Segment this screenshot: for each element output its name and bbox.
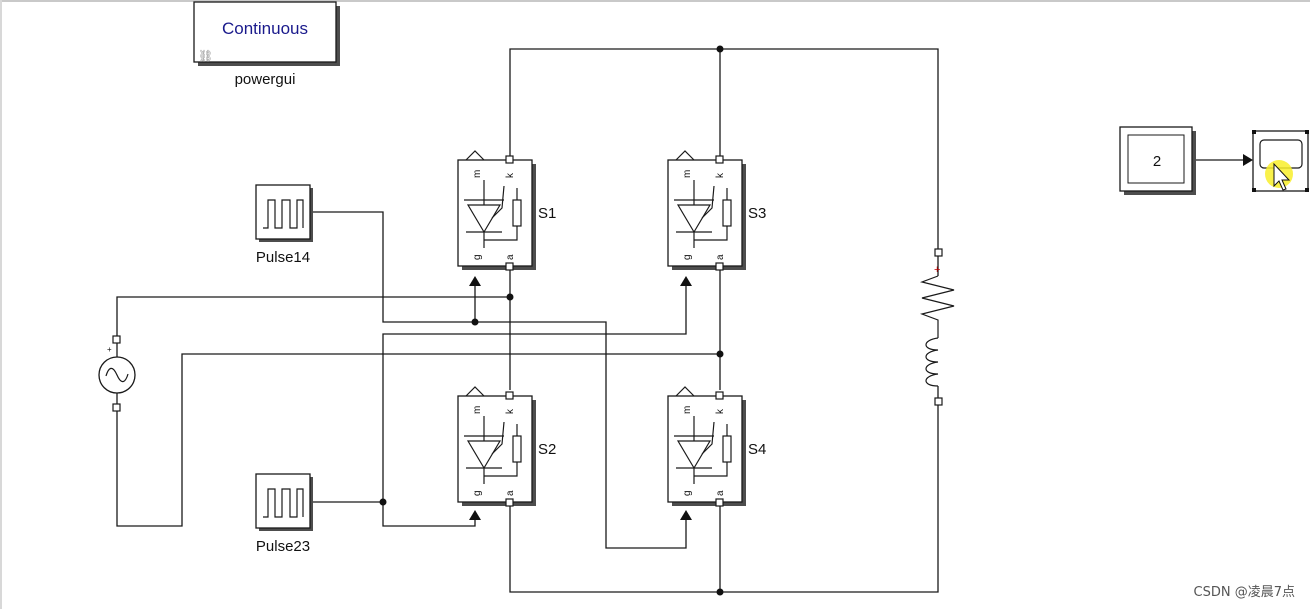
port-label-g: g — [472, 490, 483, 496]
port-label-k: k — [715, 172, 726, 178]
junction-dot — [716, 588, 724, 596]
pulse23-block[interactable] — [255, 473, 313, 531]
watermark: CSDN @凌晨7点 — [1194, 585, 1295, 600]
m-port-chevron — [465, 386, 485, 397]
k-port[interactable] — [715, 391, 724, 400]
port-label-m: m — [682, 170, 693, 178]
thyristor-s3[interactable]: m k g a S3 — [667, 150, 766, 271]
a-port[interactable] — [505, 498, 514, 507]
a-port[interactable] — [715, 498, 724, 507]
mouse-cursor-icon — [1273, 162, 1291, 191]
wire-source-top[interactable] — [116, 296, 510, 340]
arrow-scope-input — [1243, 154, 1253, 166]
port-label-g: g — [682, 254, 693, 260]
rl-load-block[interactable]: + — [919, 248, 955, 406]
port-label-k: k — [505, 172, 516, 178]
junction-dot — [471, 318, 479, 326]
thyristor-name[interactable]: S1 — [538, 205, 556, 222]
arrow-s4-gate — [680, 510, 692, 520]
resistor-icon — [919, 275, 955, 338]
junctions — [379, 45, 724, 596]
pulse-wave-icon — [263, 488, 304, 518]
wire-pulse23-s3[interactable] — [312, 286, 687, 503]
arrow-s3-gate — [680, 276, 692, 286]
powergui-mode: Continuous — [222, 19, 308, 38]
port-label-m: m — [472, 406, 483, 414]
pulse14-block[interactable] — [255, 184, 313, 242]
thyristor-s4[interactable]: m k g a S4 — [667, 386, 766, 507]
junction-dot — [379, 498, 387, 506]
junction-dot — [716, 350, 724, 358]
thyristor-icon — [674, 180, 732, 248]
thyristor-icon — [464, 416, 522, 484]
port-label-a: a — [505, 490, 516, 496]
port-label-g: g — [472, 254, 483, 260]
thyristor-s1[interactable]: m k g a S1 — [457, 150, 556, 271]
gate-arrows — [469, 154, 1253, 520]
inductor-icon — [925, 337, 939, 387]
port-label-a: a — [715, 254, 726, 260]
scope-block[interactable] — [1252, 130, 1309, 192]
ac-sine-icon — [105, 367, 129, 383]
load-polarity: + — [934, 264, 940, 276]
port-label-m: m — [472, 170, 483, 178]
wire-pulse14-s4[interactable] — [312, 211, 687, 549]
port-label-a: a — [505, 254, 516, 260]
thyristor-name[interactable]: S2 — [538, 441, 556, 458]
link-icon: ⛓ — [198, 49, 213, 63]
thyristor-icon — [674, 416, 732, 484]
port-label-k: k — [505, 408, 516, 414]
port-label-k: k — [715, 408, 726, 414]
a-port[interactable] — [505, 262, 514, 271]
canvas-top-border — [0, 0, 1310, 2]
canvas-left-border — [0, 0, 2, 609]
pulse23-label[interactable]: Pulse23 — [256, 538, 310, 555]
k-port[interactable] — [715, 155, 724, 164]
powergui-block[interactable]: Continuous ⛓ — [193, 1, 340, 66]
m-port-chevron — [465, 150, 485, 161]
wires — [116, 48, 1245, 593]
wire-top-bus[interactable] — [509, 48, 939, 252]
m-port-chevron — [675, 386, 695, 397]
pulse14-label[interactable]: Pulse14 — [256, 249, 310, 266]
constant-value: 2 — [1153, 153, 1161, 170]
ac-source-block[interactable]: + — [98, 335, 136, 412]
constant-block[interactable]: 2 — [1119, 126, 1196, 195]
thyristor-name[interactable]: S4 — [748, 441, 766, 458]
junction-dot — [716, 45, 724, 53]
a-port[interactable] — [715, 262, 724, 271]
k-port[interactable] — [505, 155, 514, 164]
thyristor-s2[interactable]: m k g a S2 — [457, 386, 556, 507]
arrow-s2-gate — [469, 510, 481, 520]
thyristor-icon — [464, 180, 522, 248]
wire-pulse23-s2[interactable] — [382, 502, 476, 527]
junction-dot — [506, 293, 514, 301]
m-port-chevron — [675, 150, 695, 161]
pulse-wave-icon — [263, 199, 304, 229]
k-port[interactable] — [505, 391, 514, 400]
port-label-m: m — [682, 406, 693, 414]
port-label-a: a — [715, 490, 726, 496]
wire-bottom-bus[interactable] — [509, 402, 939, 593]
powergui-label[interactable]: powergui — [235, 71, 296, 88]
arrow-s1-gate — [469, 276, 481, 286]
thyristor-name[interactable]: S3 — [748, 205, 766, 222]
source-polarity: + — [107, 345, 112, 354]
wire-source-bottom[interactable] — [116, 353, 720, 527]
port-label-g: g — [682, 490, 693, 496]
